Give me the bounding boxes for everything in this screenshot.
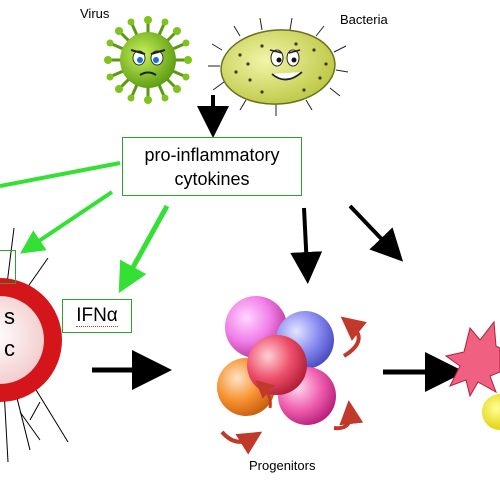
burst-icon [444, 320, 500, 398]
bacteria-icon [208, 17, 349, 116]
green-arrow-to-ifn [118, 204, 170, 294]
progenitor-cluster-icon [217, 296, 367, 455]
ifn-label: IFNα [76, 304, 118, 327]
bacteria-label: Bacteria [340, 12, 388, 27]
green-arrow-left [0, 161, 121, 188]
green-arrow-down-left [20, 190, 114, 254]
arrow-cytokines-to-right [348, 204, 404, 262]
cytokines-line-2: cytokines [174, 168, 250, 189]
progenitors-label: Progenitors [249, 458, 316, 473]
partial-green-box [0, 250, 16, 284]
virus-icon [104, 16, 192, 104]
yellow-cell [482, 394, 500, 430]
arrow-cytokines-to-progenitors [290, 207, 323, 284]
stem-cell [0, 227, 69, 463]
virus-label: Virus [80, 6, 110, 21]
ifn-box: IFNα [62, 299, 132, 333]
cell-letter-2: c [4, 336, 15, 361]
cell-letter-1: s [4, 304, 15, 329]
cytokines-line-1: pro-inflammatory [144, 144, 280, 165]
cytokines-box: pro-inflammatory cytokines [122, 137, 302, 196]
